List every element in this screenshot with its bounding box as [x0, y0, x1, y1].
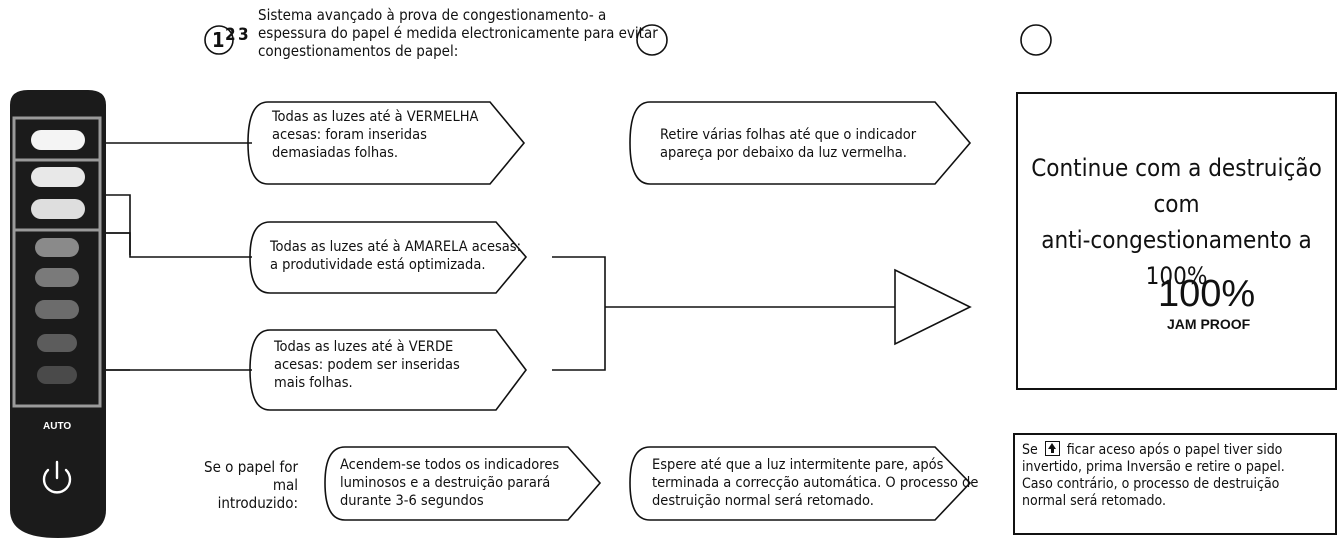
intro-line-1: Sistema avançado à prova de congestionam…	[258, 6, 607, 24]
action-wait-text: Espere até que a luz intermitente pare, …	[652, 456, 978, 510]
bubble-remove-shape	[629, 101, 972, 185]
reverse-note-line-3: Caso contrário, o processo de destruição	[1022, 476, 1280, 492]
result-text: Continue com a destruição com anti-conge…	[1018, 150, 1335, 294]
bubble-green-shape	[249, 329, 527, 411]
bubble-red-shape	[247, 101, 526, 185]
condition-green-line: Todas as luzes até à VERDE	[274, 339, 454, 355]
action-remove-line: Retire várias folhas até que o indicador	[660, 127, 917, 143]
misfeed-bubble-line: luminosos e a destruição parará	[340, 475, 551, 491]
condition-red-line: Todas as luzes até à VERMELHA	[272, 109, 479, 125]
condition-green-line: acesas: podem ser inseridas	[274, 357, 460, 373]
action-wait-line: Espere até que a luz intermitente pare, …	[652, 457, 944, 473]
misfeed-bubble-line: durante 3-6 segundos	[340, 493, 484, 509]
bubble-wait-shape	[629, 446, 972, 521]
bubble-misfeed-shape	[324, 446, 602, 521]
condition-green-line: mais folhas.	[274, 375, 353, 391]
reverse-note-text: Se ficar aceso após o papel tiver sido i…	[1022, 441, 1285, 510]
power-icon	[42, 460, 72, 494]
action-wait-line: destruição normal será retomado.	[652, 493, 874, 509]
reverse-note-line-2: invertido, prima Inversão e retire o pap…	[1022, 459, 1285, 475]
action-remove-text: Retire várias folhas até que o indicador…	[660, 126, 916, 162]
reverse-note-line-4: normal será retomado.	[1022, 493, 1167, 509]
reverse-note-prefix: Se	[1022, 442, 1038, 458]
jam-proof-label: JAM PROOF	[1167, 316, 1251, 332]
intro-line-3: congestionamentos de papel:	[258, 42, 459, 60]
misfeed-label-line: introduzido:	[217, 494, 298, 512]
jam-proof-percent: 100%	[1158, 273, 1256, 315]
step-circle-2	[636, 24, 668, 56]
misfeed-bubble-text: Acendem-se todos os indicadores luminoso…	[340, 456, 559, 510]
reverse-note-box: Se ficar aceso após o papel tiver sido i…	[1013, 433, 1337, 535]
step-circle-1	[204, 25, 234, 55]
step-number-2: 2	[225, 25, 236, 45]
intro-line-2: espessura do papel é medida electronicam…	[258, 24, 658, 42]
condition-green-text: Todas as luzes até à VERDE acesas: podem…	[274, 338, 460, 392]
step-circle-3	[1020, 24, 1052, 56]
action-wait-line: terminada a correcção automática. O proc…	[652, 475, 979, 491]
misfeed-label: Se o papel for mal introduzido:	[178, 458, 298, 512]
result-line-1: Continue com a destruição com	[1031, 154, 1322, 218]
auto-label: AUTO	[43, 421, 72, 432]
result-box: Continue com a destruição com anti-conge…	[1016, 92, 1337, 390]
connector-green-2	[100, 369, 252, 371]
big-arrow	[894, 268, 972, 346]
control-panel	[10, 90, 106, 538]
intro-text: Sistema avançado à prova de congestionam…	[258, 6, 658, 60]
merge-bracket	[552, 256, 895, 371]
condition-red-line: acesas: foram inseridas	[272, 127, 427, 143]
action-remove-line: apareça por debaixo da luz vermelha.	[660, 145, 907, 161]
misfeed-label-line: Se o papel for mal	[204, 458, 298, 494]
reverse-arrow-icon	[1044, 441, 1060, 456]
result-line-2: anti-congestionamento a 100%	[1041, 226, 1312, 290]
bubble-yellow-shape	[249, 221, 528, 294]
misfeed-bubble-line: Acendem-se todos os indicadores	[340, 457, 560, 473]
step-number-1: 1	[212, 28, 225, 52]
condition-yellow-text: Todas as luzes até à AMARELA acesas: a p…	[270, 238, 521, 274]
step-number-3: 3	[238, 25, 249, 45]
connector-yellow	[100, 194, 252, 258]
condition-yellow-line: Todas as luzes até à AMARELA acesas:	[270, 239, 521, 255]
condition-yellow-line: a produtividade está optimizada.	[270, 257, 486, 273]
condition-red-line: demasiadas folhas.	[272, 145, 399, 161]
reverse-note-line-1: ficar aceso após o papel tiver sido	[1066, 442, 1283, 458]
condition-red-text: Todas as luzes até à VERMELHA acesas: fo…	[272, 108, 478, 162]
